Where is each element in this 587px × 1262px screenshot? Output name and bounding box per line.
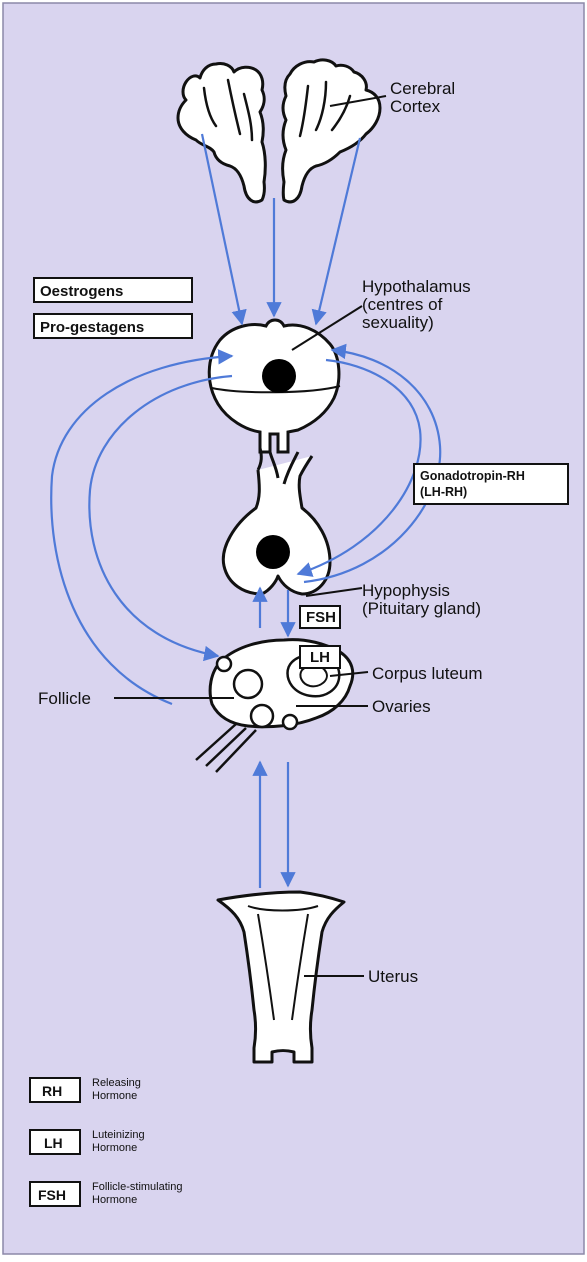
lh-label: LH (310, 649, 330, 666)
fsh-box: FSH (300, 606, 340, 628)
svg-text:Releasing Hormone: Releasing Hormone (92, 1077, 144, 1102)
oestrogens-label: Oestrogens (40, 283, 123, 300)
svg-text:RH: RH (42, 1083, 62, 1099)
svg-text:FSH: FSH (38, 1187, 66, 1203)
progestagens-label: Pro-gestagens (40, 319, 144, 336)
ovaries-label: Ovaries (372, 697, 431, 716)
oestrogens-box: Oestrogens (34, 278, 192, 302)
follicle-label: Follicle (38, 689, 91, 708)
gonadotropin-rh-box: Gonadotropin-RH (LH-RH) (414, 464, 568, 504)
corpus-luteum-label: Corpus luteum (372, 664, 483, 683)
lh-box: LH (300, 646, 340, 668)
uterus-label: Uterus (368, 967, 418, 986)
svg-text:LH: LH (44, 1135, 63, 1151)
fsh-label: FSH (306, 609, 336, 626)
progestagens-box: Pro-gestagens (34, 314, 192, 338)
